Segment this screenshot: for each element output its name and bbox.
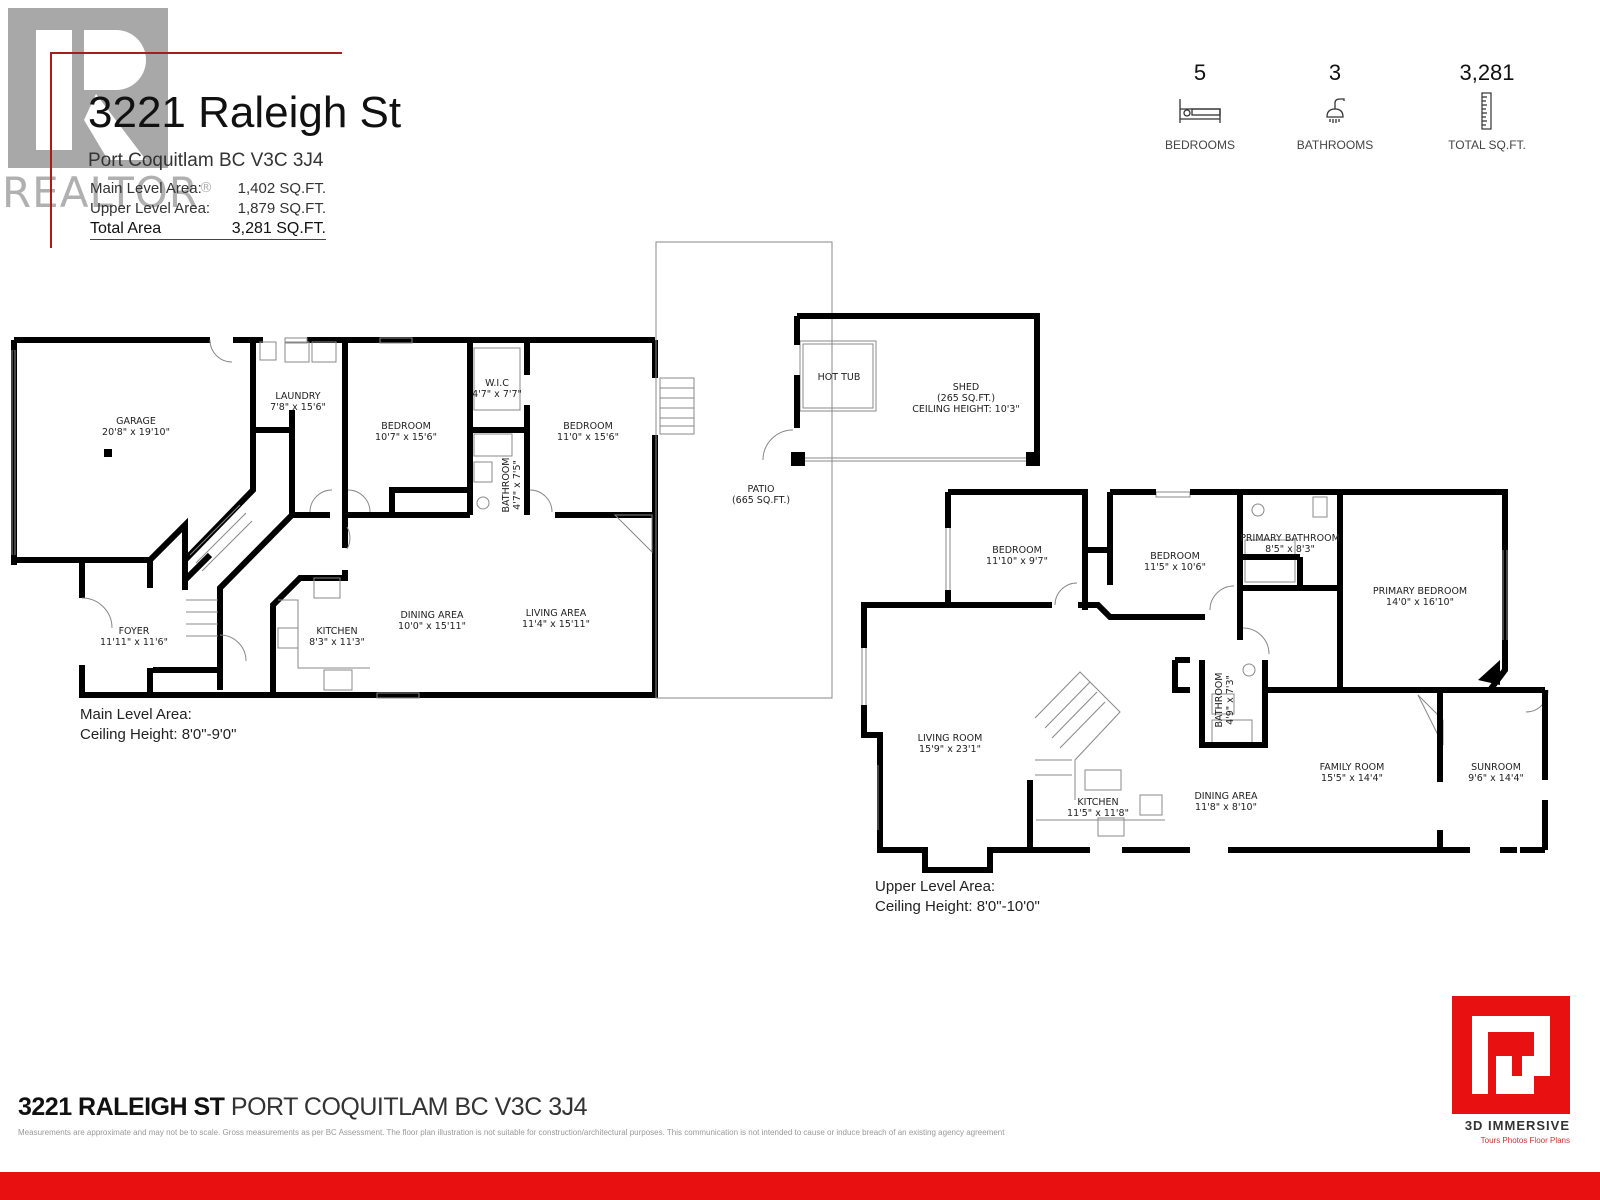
accent-line-horizontal xyxy=(50,52,342,54)
hot-tub: HOT TUB xyxy=(817,372,861,383)
brand-logo-icon xyxy=(1472,1016,1550,1094)
accent-line-vertical xyxy=(50,52,52,248)
property-subtitle: Port Coquitlam BC V3C 3J4 xyxy=(88,150,324,171)
realtor-r-icon xyxy=(36,30,146,160)
area-row-total: Total Area 3,281 SQ.FT. xyxy=(90,220,326,240)
area-row-main: Main Level Area: 1,402 SQ.FT. xyxy=(90,180,326,197)
area-row-upper: Upper Level Area: 1,879 SQ.FT. xyxy=(90,200,326,217)
stat-bathrooms: 3 BATHROOMS xyxy=(1270,60,1400,152)
main-level-caption: Main Level Area: Ceiling Height: 8'0"-9'… xyxy=(80,706,237,743)
disclaimer: Measurements are approximate and may not… xyxy=(18,1128,1005,1137)
brand-tagline: Tours Photos Floor Plans xyxy=(1480,1136,1570,1145)
footer-red-bar xyxy=(0,1172,1600,1200)
footer-address: 3221 RALEIGH ST PORT COQUITLAM BC V3C 3J… xyxy=(18,1093,588,1121)
area-summary-table: Main Level Area: 1,402 SQ.FT. Upper Leve… xyxy=(90,180,326,240)
ruler-icon xyxy=(1422,90,1552,132)
realtor-logo xyxy=(8,8,168,168)
upper-level-caption: Upper Level Area: Ceiling Height: 8'0"-1… xyxy=(875,878,1040,915)
brand-name: 3D IMMERSIVE xyxy=(1464,1118,1570,1133)
realtor-wordmark: REALTOR® xyxy=(2,168,214,217)
stat-bedrooms: 5 BEDROOMS xyxy=(1135,60,1265,152)
stat-total-sqft: 3,281 TOTAL SQ.FT. xyxy=(1422,60,1552,152)
garage-walls xyxy=(11,340,213,588)
brand-logo xyxy=(1452,996,1570,1114)
property-title: 3221 Raleigh St xyxy=(88,88,402,137)
area-shed: SHED(265 SQ.FT.)CEILING HEIGHT: 10'3" xyxy=(912,382,1020,415)
shower-icon xyxy=(1270,90,1400,132)
area-patio: PATIO(665 SQ.FT.) xyxy=(731,484,791,506)
bed-icon xyxy=(1135,90,1265,132)
